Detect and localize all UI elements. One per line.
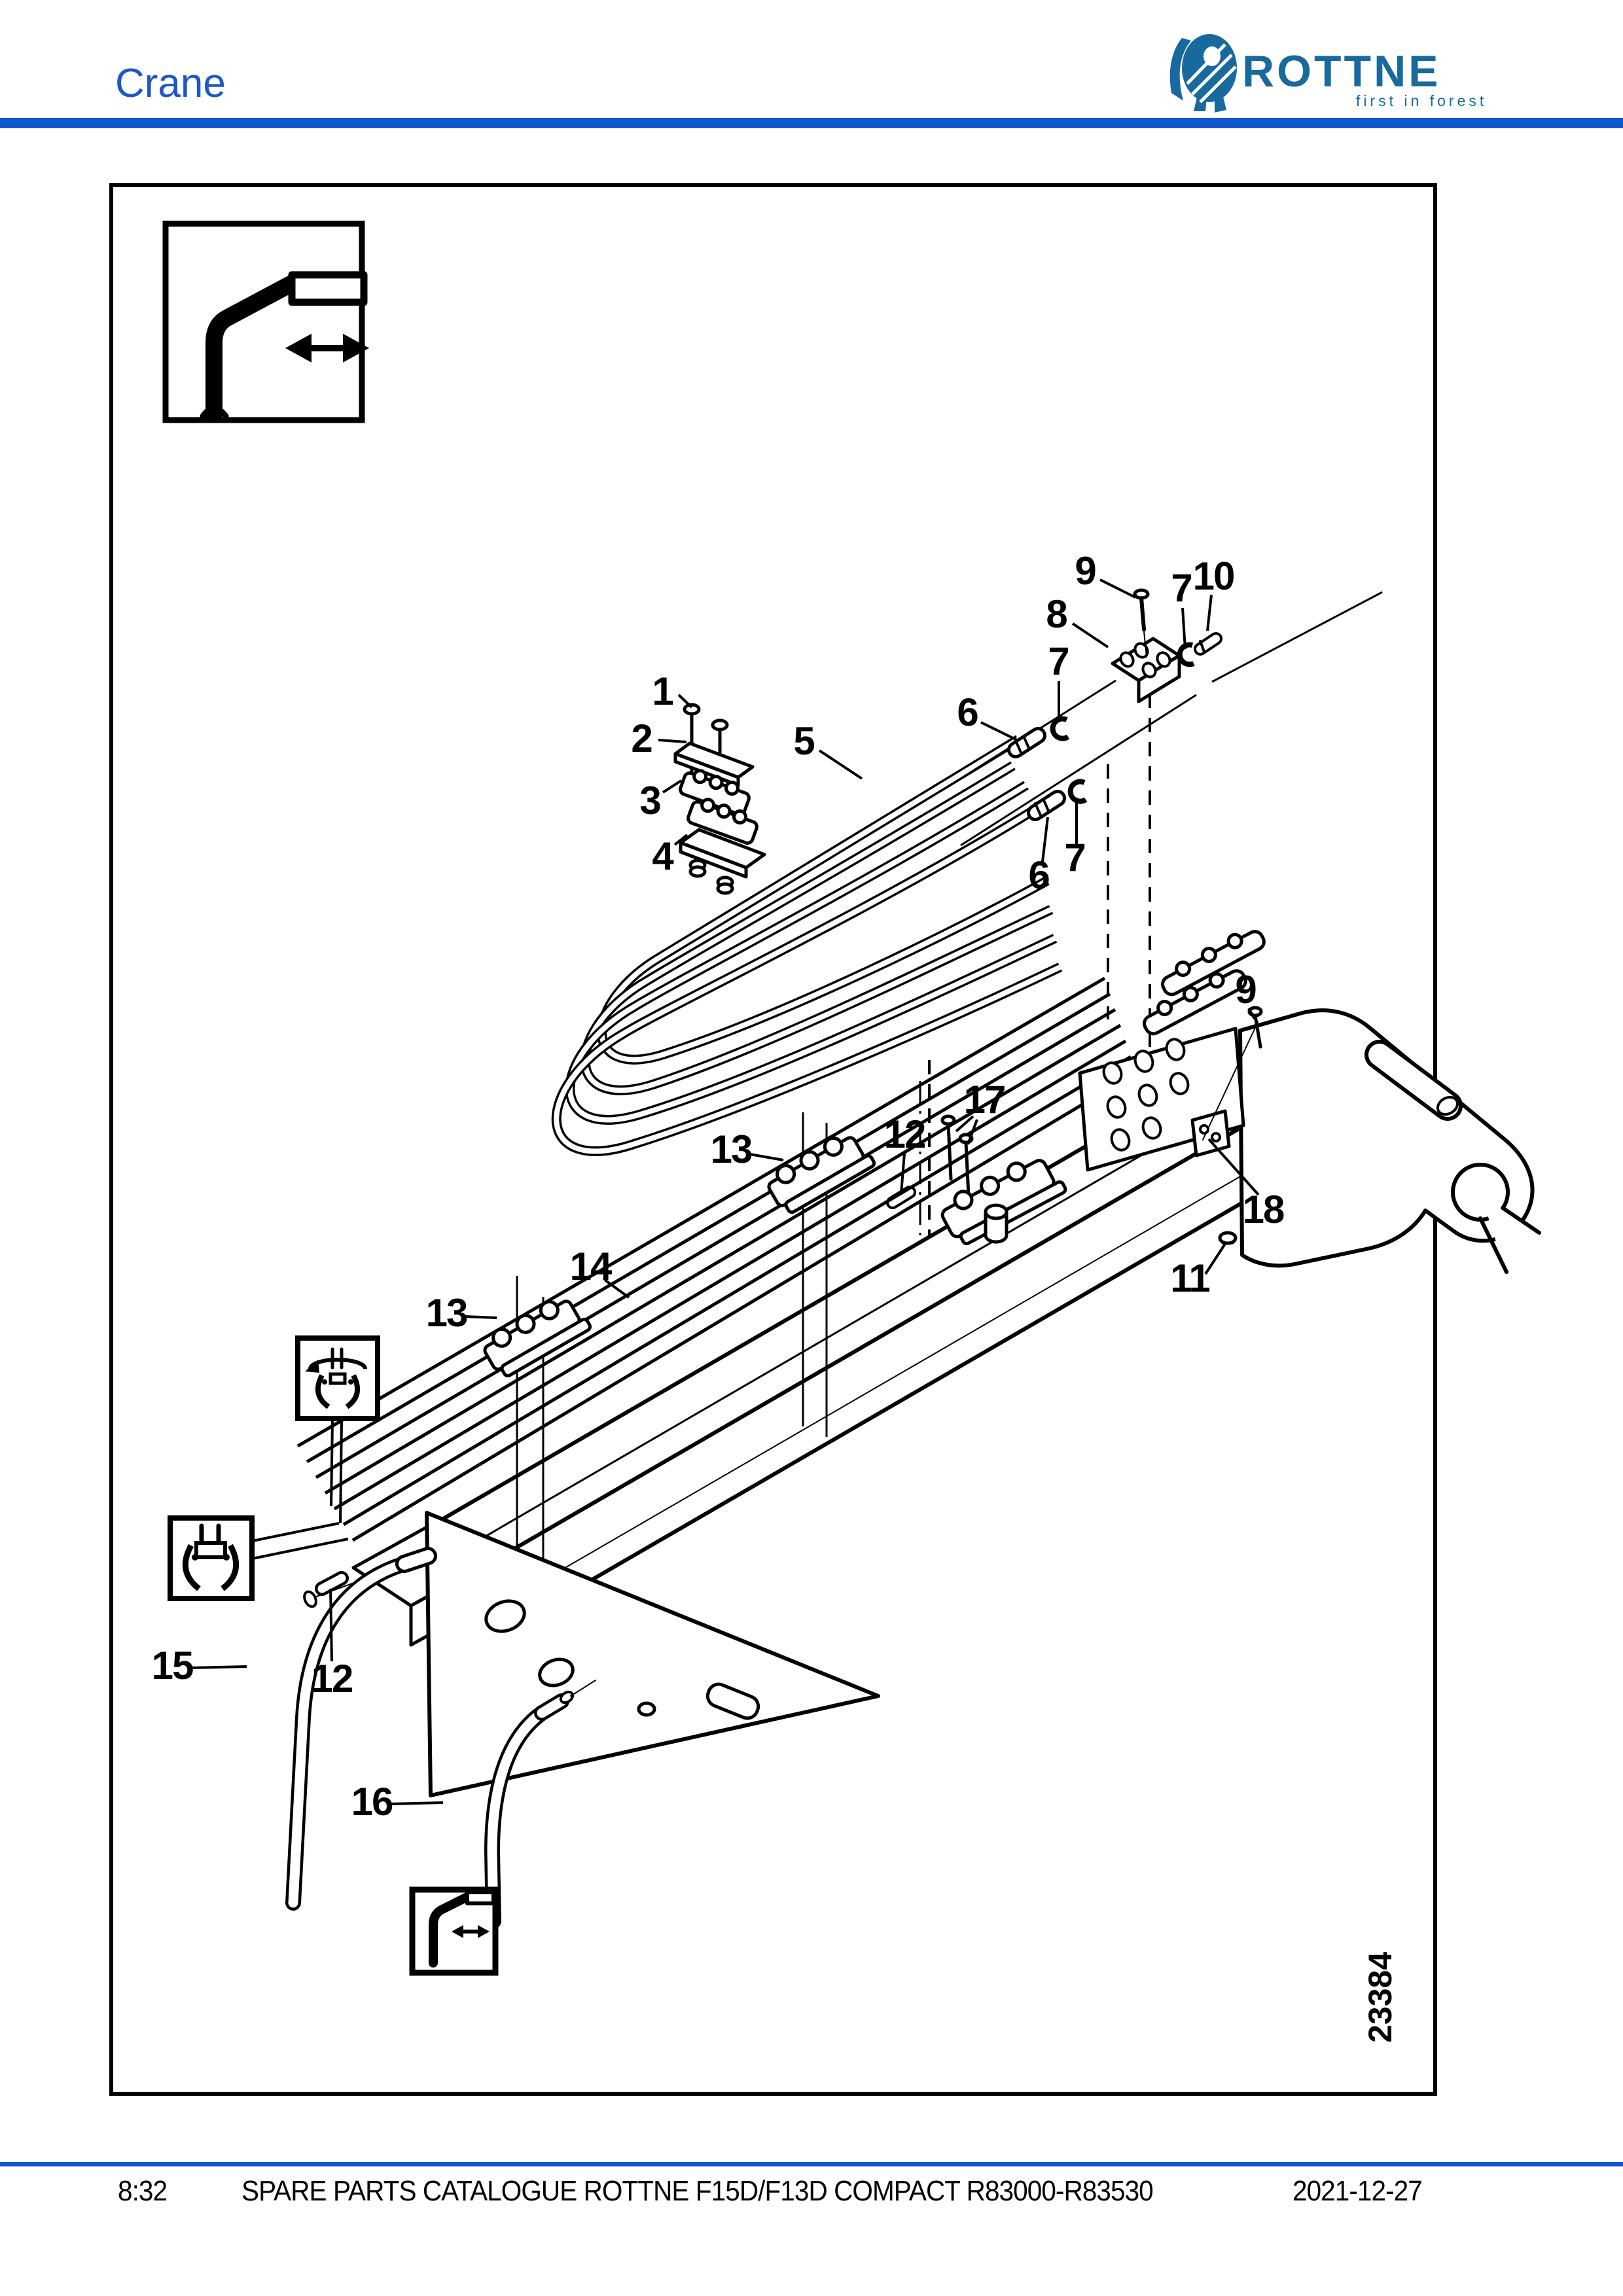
leader-line	[389, 1801, 444, 1805]
hose-bundle	[551, 735, 1063, 1156]
leader-line	[1041, 817, 1049, 862]
leader-line	[252, 1538, 349, 1560]
rottne-logo-mark	[1169, 34, 1237, 113]
part-label-10: 10	[1193, 554, 1234, 598]
crane-extension-arrow-icon-small	[409, 1886, 499, 1976]
part-label-13: 13	[426, 1291, 467, 1335]
part-label-5: 5	[793, 719, 814, 763]
leader-line	[658, 739, 687, 743]
leader-line	[677, 694, 693, 709]
rottne-logo: ROTTNE first in forest	[1169, 34, 1487, 113]
hose-clamp-assembly	[673, 703, 766, 895]
nut-11	[1218, 1231, 1238, 1245]
logo-mark-hole	[1204, 46, 1221, 66]
valve-block-ports	[1102, 1038, 1190, 1152]
leader-line	[967, 1119, 978, 1145]
footer: 8:32 SPARE PARTS CATALOGUE ROTTNE F15D/F…	[0, 2175, 1623, 2214]
logo-wordmark: ROTTNE	[1242, 46, 1441, 96]
hose-fittings	[886, 716, 1088, 1209]
part-label-9: 9	[1235, 968, 1256, 1012]
leader-line	[464, 1315, 497, 1319]
part-label-4: 4	[652, 834, 674, 878]
part-label-3: 3	[639, 779, 660, 822]
part-label-13: 13	[711, 1127, 752, 1171]
part-label-7: 7	[1171, 566, 1191, 610]
leader-line	[818, 749, 863, 780]
part-label-2: 2	[631, 716, 651, 760]
part-label-6: 6	[1028, 853, 1049, 897]
logo-tagline: first in forest	[1356, 92, 1487, 109]
part-label-14: 14	[570, 1245, 613, 1288]
part-label-18: 18	[1243, 1188, 1284, 1231]
hoses-15-16	[285, 1547, 596, 1929]
part-label-15: 15	[152, 1644, 193, 1687]
grapple-icon	[168, 1515, 255, 1601]
leader-line	[1071, 622, 1109, 648]
figure-number: 23384	[1362, 1952, 1399, 2043]
part-label-16: 16	[351, 1780, 393, 1824]
leader-line	[603, 1279, 630, 1299]
page-title: Crane	[115, 61, 226, 106]
head-clamp-half-lower	[1143, 969, 1247, 1036]
part-label-7: 7	[1048, 639, 1068, 683]
part-label-9: 9	[1075, 549, 1096, 593]
leader-line	[900, 1153, 906, 1194]
leader-line	[1181, 607, 1186, 650]
head-clamp-half-upper	[1161, 930, 1266, 997]
leader-line	[1206, 594, 1213, 631]
leader-line	[329, 1588, 333, 1662]
footer-rule	[0, 2162, 1623, 2166]
leader-line	[662, 779, 683, 794]
leader-line	[1099, 578, 1136, 599]
leader-line	[330, 1419, 334, 1507]
part-label-1: 1	[652, 669, 673, 713]
small-cylinder	[984, 1203, 1008, 1244]
part-label-17: 17	[964, 1078, 1005, 1122]
pipe-clamp-13-upper	[767, 1136, 876, 1214]
header-rule	[0, 118, 1623, 128]
part-label-8: 8	[1046, 592, 1067, 636]
part-label-7: 7	[1064, 836, 1084, 879]
footer-catalogue-title: SPARE PARTS CATALOGUE ROTTNE F15D/F13D C…	[241, 2175, 1154, 2207]
leader-line	[1204, 1243, 1226, 1275]
crane-extension-arrow-icon	[162, 221, 369, 423]
leader-line	[980, 721, 1018, 741]
footer-date: 2021-12-27	[1293, 2175, 1423, 2207]
leader-line	[1207, 1138, 1260, 1196]
leader-line	[1247, 1008, 1256, 1019]
part-label-12: 12	[884, 1112, 925, 1156]
boom-head	[984, 930, 1542, 1275]
leader-line	[189, 1665, 247, 1669]
pipe-clamp-13-lower	[483, 1299, 592, 1378]
part-label-6: 6	[957, 690, 978, 734]
leader-line	[252, 1522, 340, 1542]
footer-time: 8:32	[118, 2175, 168, 2207]
leader-line	[749, 1153, 784, 1161]
junction-block-18	[1190, 1109, 1231, 1157]
part-label-12: 12	[312, 1657, 353, 1701]
manifold-block	[1111, 588, 1222, 703]
leader-line	[955, 1115, 974, 1133]
part-label-11: 11	[1170, 1256, 1209, 1300]
rotator-icon	[295, 1335, 380, 1421]
leader-line	[339, 1419, 343, 1524]
fitting-12-lower	[303, 1571, 349, 1608]
leader-line	[673, 834, 688, 846]
